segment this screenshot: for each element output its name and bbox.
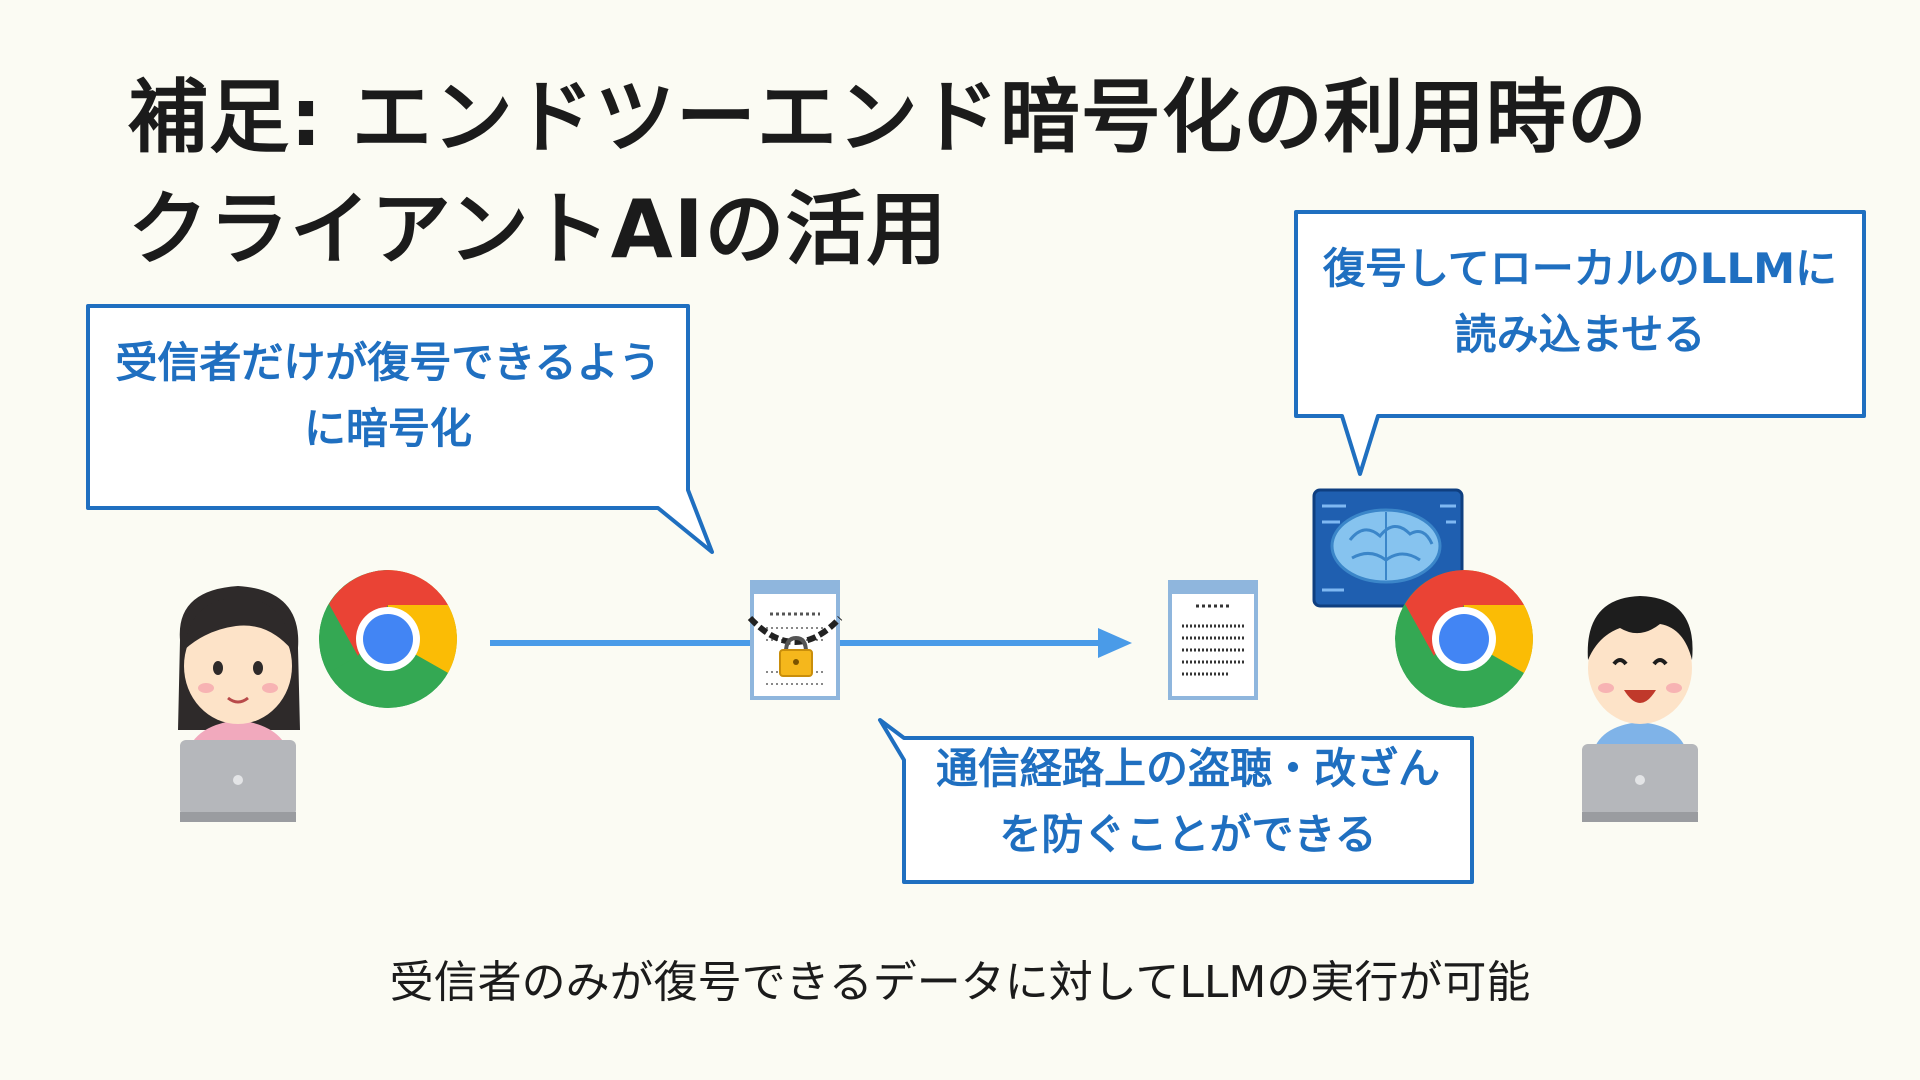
- sender-callout-line-1: 受信者だけが復号できるよう: [115, 338, 661, 387]
- chrome-icon: [1395, 570, 1533, 708]
- channel-callout-bubble: [878, 718, 1474, 884]
- channel-callout-line-2: を防ぐことができる: [999, 810, 1377, 859]
- document-icon: [1168, 580, 1258, 700]
- receiver-callout-line-2: 読み込ませる: [1454, 310, 1706, 359]
- chrome-icon: [319, 570, 457, 708]
- channel-callout-line-1: 通信経路上の盗聴・改ざん: [935, 744, 1440, 793]
- slide-title-line-1: 補足: エンドツーエンド暗号化の利用時の: [128, 71, 1648, 164]
- slide-title-line-2: クライアントAIの活用: [128, 183, 948, 276]
- receiver-callout-text: 復号してローカルのLLMに 読み込ませる: [1298, 236, 1862, 368]
- receiver-callout-bubble: [1294, 210, 1866, 476]
- receiver-callout-line-1: 復号してローカルのLLMに: [1322, 244, 1838, 293]
- slide-caption: 受信者のみが復号できるデータに対してLLMの実行が可能: [389, 957, 1531, 1008]
- channel-callout-text: 通信経路上の盗聴・改ざん を防ぐことができる: [906, 736, 1470, 868]
- woman-with-laptop-icon: [178, 586, 300, 822]
- locked-document-icon: [747, 580, 843, 700]
- man-with-laptop-icon: [1582, 596, 1698, 822]
- ai-brain-chip-icon: [1312, 488, 1464, 608]
- sender-callout-line-2: に暗号化: [303, 404, 472, 453]
- sender-callout-bubble: [86, 304, 714, 554]
- slide-title: 補足: エンドツーエンド暗号化の利用時の クライアントAIの活用: [128, 62, 1648, 286]
- sender-callout-text: 受信者だけが復号できるよう に暗号化: [90, 330, 686, 462]
